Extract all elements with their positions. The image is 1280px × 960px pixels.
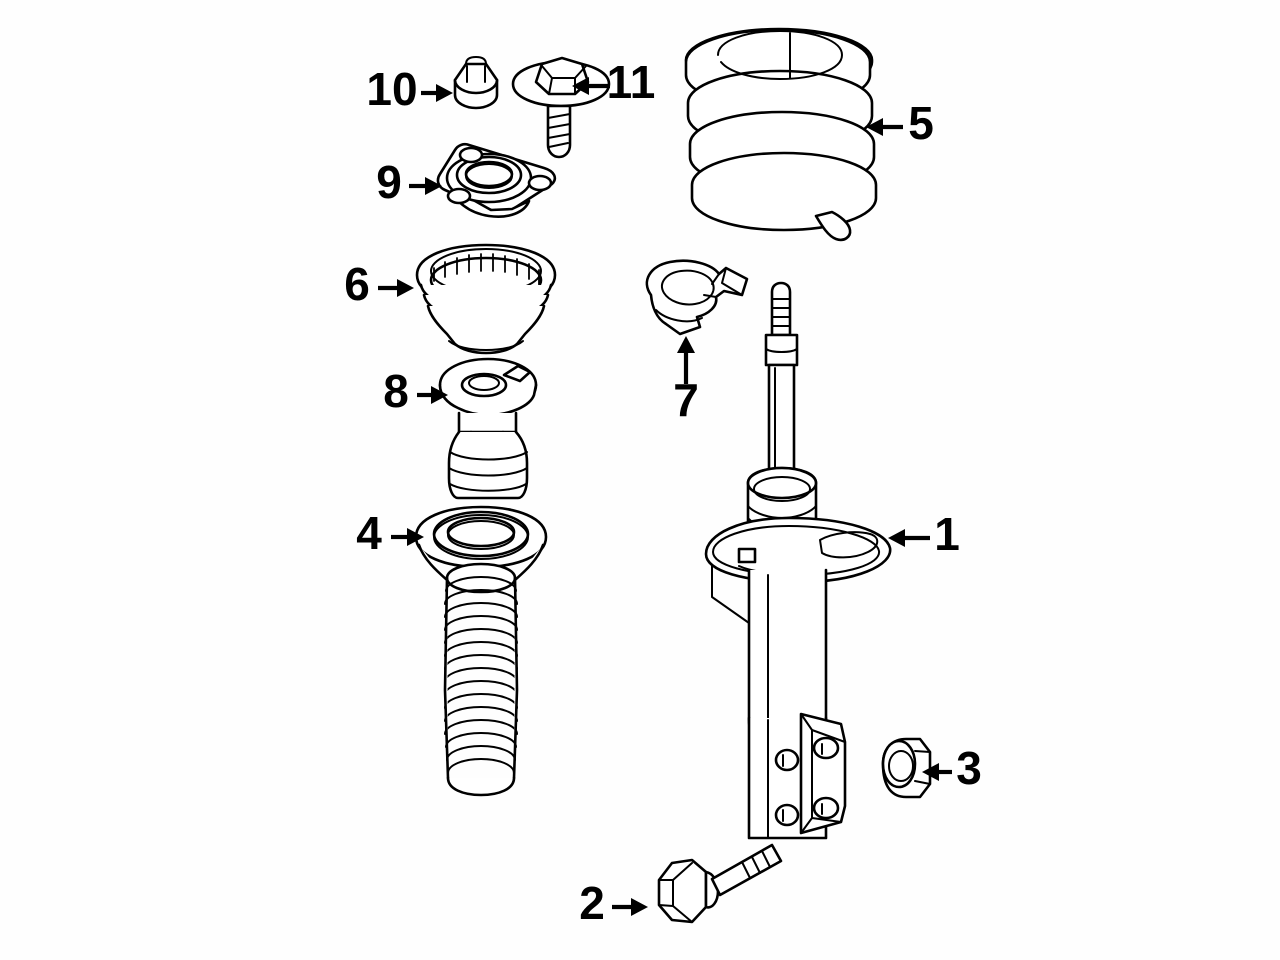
callout-5: 5	[866, 97, 934, 149]
callout-number-2: 2	[579, 877, 605, 929]
callout-arrowhead	[436, 84, 453, 102]
callout-number-8: 8	[383, 365, 409, 417]
callout-arrowhead	[425, 177, 442, 195]
callout-number-11: 11	[607, 56, 656, 108]
callout-arrowhead	[888, 529, 905, 547]
part-strut-mount-bolt	[511, 56, 611, 159]
callout-number-1: 1	[934, 508, 960, 560]
callout-arrowhead	[922, 763, 939, 781]
callout-3: 3	[922, 742, 982, 794]
callout-arrowhead	[431, 386, 448, 404]
callout-arrowhead	[407, 528, 424, 546]
part-piston-rod-nut	[453, 56, 499, 110]
callout-arrowhead	[572, 77, 589, 95]
callout-9: 9	[376, 156, 442, 208]
part-strut-assembly	[704, 281, 892, 840]
callout-11: 11	[572, 56, 655, 108]
part-strut-mount	[436, 142, 557, 218]
callout-number-10: 10	[366, 63, 417, 115]
part-coil-spring	[684, 27, 878, 242]
part-dust-boot	[414, 505, 548, 797]
callout-7: 7	[673, 336, 699, 426]
callout-number-6: 6	[344, 258, 370, 310]
callout-1: 1	[888, 508, 960, 560]
part-jounce-bumper	[438, 357, 538, 500]
callout-arrowhead	[397, 279, 414, 297]
callout-arrowhead	[866, 118, 883, 136]
callout-2: 2	[579, 877, 648, 929]
callout-number-5: 5	[908, 97, 934, 149]
callouts-layer: 1 2 3 4 5 6 7 8 9 10 11	[344, 56, 982, 929]
part-brake-hose-bracket	[645, 259, 749, 336]
callout-arrowhead	[677, 336, 695, 353]
part-strut-bolt	[657, 843, 783, 924]
callout-arrowhead	[631, 898, 648, 916]
callout-number-9: 9	[376, 156, 402, 208]
callout-6: 6	[344, 258, 414, 310]
callout-4: 4	[356, 507, 424, 559]
callout-8: 8	[383, 365, 448, 417]
callout-10: 10	[366, 63, 453, 115]
callout-number-4: 4	[356, 507, 382, 559]
callout-number-3: 3	[956, 742, 982, 794]
part-flange-nut	[881, 737, 932, 799]
part-upper-spring-seat	[415, 243, 557, 355]
callout-number-7: 7	[673, 374, 699, 426]
